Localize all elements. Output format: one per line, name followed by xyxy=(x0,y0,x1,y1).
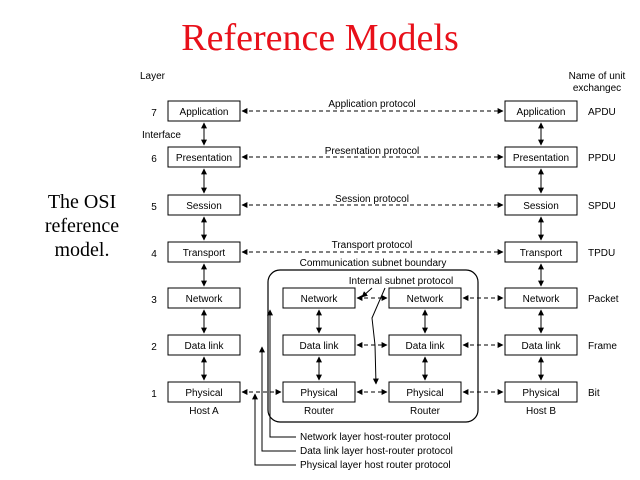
caption-line-2: reference xyxy=(44,215,120,237)
host-a-transport-label: Transport xyxy=(183,248,226,259)
router-1-network-label: Network xyxy=(301,294,339,305)
host-b-transport-label: Transport xyxy=(520,248,563,259)
host-a-physical-box xyxy=(167,381,241,403)
host-a-application-label: Application xyxy=(180,107,229,118)
host-a-presentation-label: Presentation xyxy=(176,153,232,164)
host-b-label: Host B xyxy=(526,406,556,417)
host-b-presentation-label: Presentation xyxy=(513,153,569,164)
layer-num-1: 1 xyxy=(151,389,157,400)
host-a-label: Host A xyxy=(189,406,219,417)
host-a-application-box xyxy=(167,100,241,122)
unit-packet: Packet xyxy=(588,294,619,305)
router-1-physical-label: Physical xyxy=(300,388,337,399)
host-a-session-label: Session xyxy=(186,201,222,212)
layer-header: Layer xyxy=(140,71,166,82)
router-2-network-label: Network xyxy=(407,294,445,305)
router-2-network-box xyxy=(388,287,462,309)
host-b-data-link-box xyxy=(504,334,578,356)
data-link-host-router-protocol: Data link layer host-router protocol xyxy=(300,446,453,457)
session-protocol-label: Session protocol xyxy=(335,194,409,205)
hop-link-arrows xyxy=(241,295,504,395)
physical-host-router-protocol: Physical layer host router protocol xyxy=(300,460,451,471)
router-2-physical-box xyxy=(388,381,462,403)
router-1-physical-box xyxy=(282,381,356,403)
unit-spdu: SPDU xyxy=(588,201,616,212)
unit-ppdu: PPDU xyxy=(588,153,616,164)
unit-frame: Frame xyxy=(588,341,617,352)
unit-header-line-2: exchangec xyxy=(573,83,621,94)
host-a-network-label: Network xyxy=(186,294,224,305)
router-2-data-link-label: Data link xyxy=(406,341,446,352)
router-interface-arrows xyxy=(316,309,428,381)
layer-num-6: 6 xyxy=(151,154,157,165)
caption-line-3: model. xyxy=(54,239,110,261)
unit-header-line-1: Name of unit xyxy=(569,71,626,82)
slide-title: Reference Models xyxy=(181,17,459,59)
router-1-network-box xyxy=(282,287,356,309)
host-b-physical-label: Physical xyxy=(522,388,559,399)
application-protocol-label: Application protocol xyxy=(328,99,415,110)
host-b-network-label: Network xyxy=(523,294,561,305)
osi-caption: The OSI reference model. xyxy=(30,190,134,262)
presentation-protocol-label: Presentation protocol xyxy=(325,146,420,157)
layer-num-3: 3 xyxy=(151,295,157,306)
network-host-router-protocol: Network layer host-router protocol xyxy=(300,432,451,443)
router-1-label: Router xyxy=(304,406,335,417)
host-b-presentation-box xyxy=(504,146,578,168)
host-a-physical-label: Physical xyxy=(185,388,222,399)
router-2-label: Router xyxy=(410,406,441,417)
transport-protocol-label: Transport protocol xyxy=(332,240,413,251)
host-b-data-link-label: Data link xyxy=(522,341,562,352)
peer-protocol-arrows xyxy=(241,108,504,255)
layer-num-5: 5 xyxy=(151,202,157,213)
host-a-data-link-box xyxy=(167,334,241,356)
subnet-boundary-label: Communication subnet boundary xyxy=(300,258,447,269)
layer-num-4: 4 xyxy=(151,249,157,260)
host-b-application-label: Application xyxy=(517,107,566,118)
unit-bit: Bit xyxy=(588,388,600,399)
unit-tpdu: TPDU xyxy=(588,248,615,259)
host-a-network-box xyxy=(167,287,241,309)
router-2-data-link-box xyxy=(388,334,462,356)
host-a-data-link-label: Data link xyxy=(185,341,225,352)
internal-protocol-pointers xyxy=(361,287,386,385)
host-a-presentation-box xyxy=(167,146,241,168)
router-1-data-link-label: Data link xyxy=(300,341,340,352)
internal-subnet-protocol-label: Internal subnet protocol xyxy=(349,276,454,287)
host-b-transport-box xyxy=(504,241,578,263)
layer-num-7: 7 xyxy=(151,108,157,119)
router-1-data-link-box xyxy=(282,334,356,356)
host-b-application-box xyxy=(504,100,578,122)
host-a-transport-box xyxy=(167,241,241,263)
unit-apdu: APDU xyxy=(588,107,616,118)
host-b-physical-box xyxy=(504,381,578,403)
host-a-session-box xyxy=(167,194,241,216)
interface-label: Interface xyxy=(142,130,181,141)
host-router-leaders xyxy=(252,309,296,466)
layer-num-2: 2 xyxy=(151,342,157,353)
router-2-physical-label: Physical xyxy=(406,388,443,399)
host-b-session-label: Session xyxy=(523,201,559,212)
caption-line-1: The OSI xyxy=(47,191,117,213)
host-b-network-box xyxy=(504,287,578,309)
host-b-session-box xyxy=(504,194,578,216)
